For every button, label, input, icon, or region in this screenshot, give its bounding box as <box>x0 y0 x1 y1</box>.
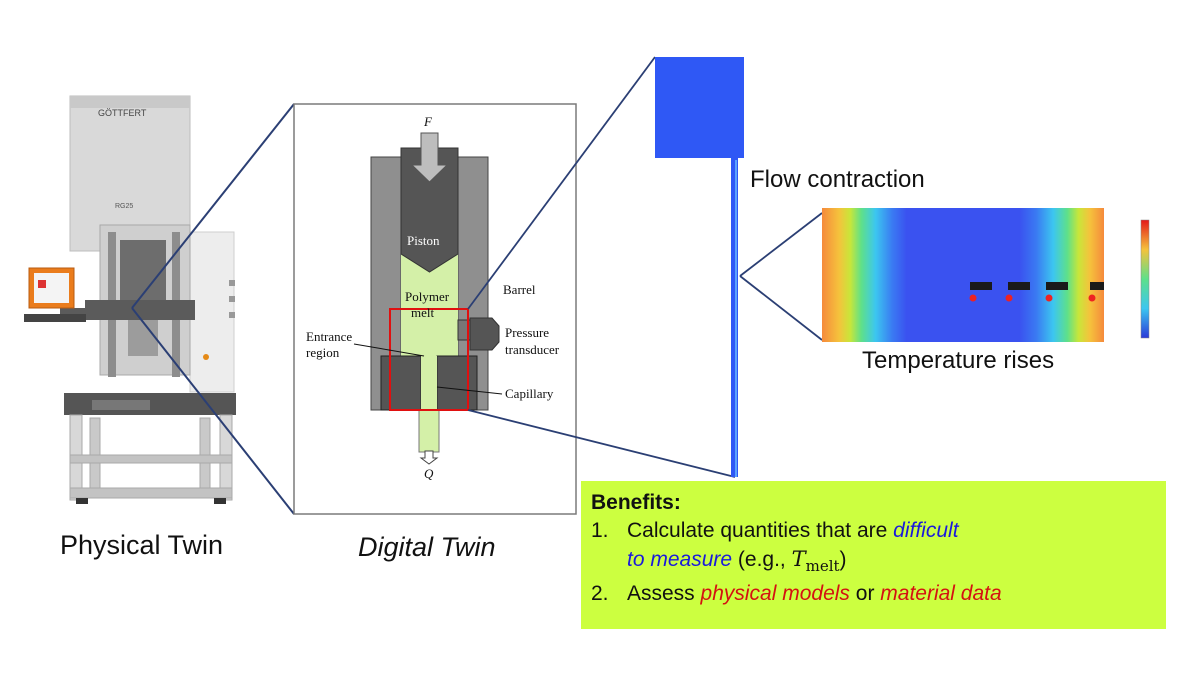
benefit-text-part: Assess <box>627 582 701 606</box>
benefit-item-2: 2. Assess physical models or material da… <box>591 580 1156 608</box>
benefits-title: Benefits: <box>591 491 681 514</box>
melt-subscript: melt <box>805 557 840 576</box>
connector-line <box>131 103 295 309</box>
temperature-field <box>822 208 1168 342</box>
flow-label: Q <box>424 466 434 481</box>
benefit-text-part: ) <box>839 548 847 571</box>
temperature-colorbar <box>1140 219 1150 339</box>
benefit-text: Assess physical models or material data <box>627 580 1002 608</box>
connector-line <box>467 409 736 478</box>
polymer-label: Polymer <box>405 289 450 304</box>
benefit-text: Calculate quantities that are difficult … <box>627 517 959 580</box>
melt-label: melt <box>411 305 434 320</box>
t-melt-symbol: Tmelt <box>791 547 840 575</box>
capillary-schematic: F Piston Polymer melt Barrel Pressure tr… <box>306 114 560 481</box>
piston-label: Piston <box>407 233 440 248</box>
region-label: region <box>306 345 340 360</box>
connector-line <box>131 307 295 515</box>
t-symbol: T <box>791 547 806 571</box>
benefit-emphasis: material data <box>880 582 1002 606</box>
benefit-item-1: 1. Calculate quantities that are difficu… <box>591 517 1156 580</box>
benefit-text-part: Calculate quantities that are <box>627 519 894 542</box>
benefits-box: Benefits: 1. Calculate quantities that a… <box>581 481 1166 629</box>
benefit-emphasis: difficult <box>893 519 959 542</box>
connector-line <box>739 212 823 277</box>
temperature-rises-label: Temperature rises <box>862 347 1055 374</box>
rheometer-machine: GÖTTFERT RG25 <box>24 95 236 504</box>
entrance-label: Entrance <box>306 329 352 344</box>
digital-twin-caption: Digital Twin <box>358 532 496 562</box>
physical-twin-caption: Physical Twin <box>60 530 224 560</box>
force-label: F <box>423 114 433 129</box>
machine-model: RG25 <box>115 203 133 210</box>
transducer-label: transducer <box>505 342 560 357</box>
benefit-number: 1. <box>591 519 609 542</box>
flow-simulation <box>655 57 744 477</box>
barrel-label: Barrel <box>503 282 536 297</box>
benefit-emphasis: to measure <box>627 548 733 571</box>
connector-line <box>467 56 656 310</box>
benefit-number: 2. <box>591 582 609 606</box>
connector-line <box>739 275 823 341</box>
pressure-label: Pressure <box>505 325 549 340</box>
probe-markers <box>969 282 1112 302</box>
benefit-text-part: or <box>849 582 881 606</box>
flow-contraction-label: Flow contraction <box>750 166 925 193</box>
capillary-label: Capillary <box>505 386 554 401</box>
benefit-emphasis: physical models <box>700 582 850 606</box>
benefit-text-part: (e.g., <box>732 548 792 571</box>
machine-brand: GÖTTFERT <box>98 108 147 118</box>
